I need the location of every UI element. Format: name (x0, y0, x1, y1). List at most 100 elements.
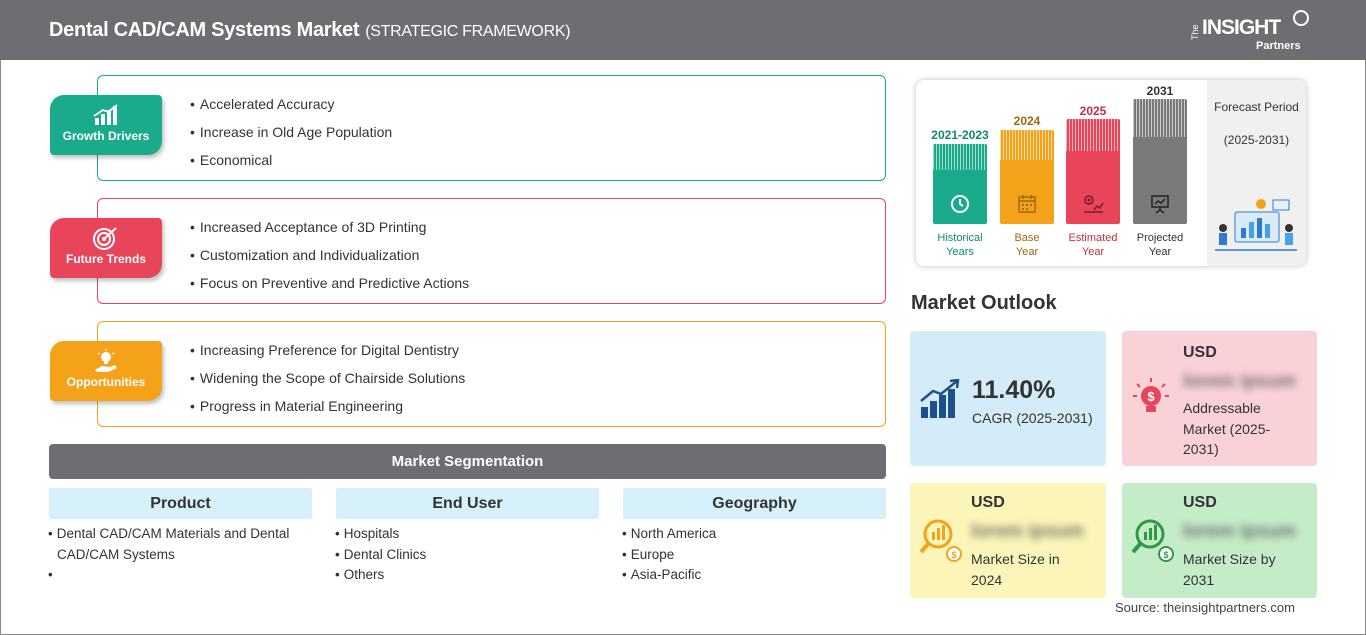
caption-line: Year (1081, 246, 1105, 258)
list-item: Accelerated Accuracy (190, 90, 392, 118)
calendar-icon (1018, 195, 1036, 213)
bar-stripes (933, 144, 987, 170)
source-credit: Source: theinsightpartners.com (1115, 600, 1295, 615)
list-item: Europe (622, 545, 882, 566)
market-size-2031-usd: USD (1183, 494, 1217, 511)
svg-text:$: $ (1147, 389, 1155, 404)
list-item: Widening the Scope of Chairside Solution… (190, 364, 465, 392)
market-size-2031-blurred-value: lorem ipsum (1183, 521, 1296, 542)
lightbulb-hand-icon (95, 349, 117, 372)
segment-list-end-user: Hospitals Dental Clinics Others (335, 524, 595, 586)
addressable-market-card: $ USD lorem ipsum Addressable Market (20… (1122, 331, 1317, 466)
opportunities-label: Opportunities (66, 375, 146, 389)
header-bar: Dental CAD/CAM Systems Market (STRATEGIC … (0, 0, 1366, 60)
caption-line: Year (1015, 246, 1039, 258)
future-trends-tag: Future Trends (50, 218, 162, 278)
timeline-caption-estimated: Estimated Year (1058, 231, 1128, 259)
bar-stripes (1133, 99, 1187, 137)
cagr-value: 11.40% (972, 376, 1056, 404)
cagr-label: CAGR (2025-2031) (972, 410, 1093, 426)
bar-stripes (1066, 119, 1120, 151)
list-item: Increase in Old Age Population (190, 118, 392, 146)
caption-line: Projected (1136, 232, 1184, 244)
list-item: Others (335, 565, 595, 586)
presentation-board-icon (1151, 195, 1169, 214)
page-title: Dental CAD/CAM Systems Market (STRATEGIC … (49, 19, 571, 42)
bar-chart-growth-icon (93, 104, 118, 125)
market-size-2024-blurred-value: lorem ipsum (971, 521, 1084, 542)
magnifier-coins-icon: $ (920, 519, 962, 562)
addressable-usd: USD (1183, 344, 1217, 361)
growth-drivers-tag: Growth Drivers (50, 95, 162, 155)
addressable-blurred-value: lorem ipsum (1183, 371, 1296, 392)
timeline-year-base: 2024 (1013, 114, 1041, 128)
opportunities-list: Increasing Preference for Digital Dentis… (190, 336, 465, 420)
forecast-period-range: (2025-2031) (1223, 133, 1290, 147)
logo-the-text: The (1190, 24, 1200, 40)
list-item: Increased Acceptance of 3D Printing (190, 213, 469, 241)
cagr-card: 11.40% CAGR (2025-2031) (910, 331, 1106, 466)
segment-list-geography: North America Europe Asia-Pacific (622, 524, 882, 586)
caption-line: Years (946, 246, 974, 258)
market-size-2024-card: $ USD lorem ipsum Market Size in 2024 (910, 483, 1106, 598)
insight-partners-logo: The INSIGHT Partners (1190, 10, 1310, 54)
future-trends-label: Future Trends (65, 252, 146, 266)
svg-text:$: $ (1163, 550, 1168, 560)
list-item: Customization and Individualization (190, 241, 469, 269)
list-item: Hospitals (335, 524, 595, 545)
opportunities-tag: Opportunities (50, 341, 162, 401)
list-item: North America (622, 524, 882, 545)
caption-line: Historical (937, 232, 983, 244)
list-item: Progress in Material Engineering (190, 392, 465, 420)
addressable-label: Addressable Market (2025-2031) (1183, 400, 1271, 457)
list-item: Economical (190, 146, 392, 174)
bar-stripes (1000, 130, 1054, 160)
list-item (48, 565, 318, 586)
page-title-text: Dental CAD/CAM Systems Market (49, 19, 360, 41)
page-subtitle: (STRATEGIC FRAMEWORK) (365, 23, 571, 40)
list-item: Dental CAD/CAM Materials and Dental CAD/… (48, 524, 318, 565)
timeline-caption-projected: Projected Year (1125, 231, 1195, 259)
timeline-bar-base (1000, 130, 1054, 224)
list-item: Focus on Preventive and Predictive Actio… (190, 269, 469, 297)
market-segmentation-header: Market Segmentation (49, 444, 886, 479)
timeline-caption-historical: Historical Years (925, 231, 995, 259)
svg-text:$: $ (951, 550, 956, 560)
lightbulb-dollar-icon: $ (1133, 378, 1169, 412)
gears-chart-icon (1084, 195, 1104, 213)
market-size-2024-usd: USD (971, 494, 1005, 511)
growth-drivers-label: Growth Drivers (62, 129, 150, 143)
market-size-2024-label: Market Size in 2024 (971, 551, 1060, 588)
forecast-period-panel: Forecast Period (2025-2031) (1207, 80, 1306, 266)
growth-drivers-list: Accelerated Accuracy Increase in Old Age… (190, 90, 392, 174)
segment-head-geography: Geography (623, 488, 886, 519)
segment-list-product: Dental CAD/CAM Materials and Dental CAD/… (48, 524, 318, 586)
future-trends-list: Increased Acceptance of 3D Printing Cust… (190, 213, 469, 297)
market-outlook-title: Market Outlook (911, 292, 1057, 314)
caption-line: Year (1148, 246, 1172, 258)
list-item: Increasing Preference for Digital Dentis… (190, 336, 465, 364)
caption-line: Estimated (1068, 232, 1118, 244)
growth-drivers-box: Accelerated Accuracy Increase in Old Age… (97, 75, 886, 181)
segment-head-product: Product (49, 488, 312, 519)
growth-chart-icon (920, 379, 960, 418)
logo-sub-text: Partners (1256, 40, 1301, 52)
target-icon (93, 227, 117, 250)
timeline-bar-historical (933, 144, 987, 224)
segment-head-end-user: End User (336, 488, 599, 519)
timeline-bar-estimated (1066, 119, 1120, 224)
timeline-year-historical: 2021-2023 (931, 128, 989, 142)
analytics-people-icon (1215, 199, 1297, 251)
timeline-year-estimated: 2025 (1079, 104, 1107, 118)
logo-ring-icon (1293, 10, 1309, 26)
forecast-period-label: Forecast Period (1214, 100, 1299, 114)
timeline-caption-base: Base Year (992, 231, 1062, 259)
logo-main-text: INSIGHT (1202, 16, 1281, 39)
market-size-2031-card: $ USD lorem ipsum Market Size by 2031 (1122, 483, 1317, 598)
future-trends-box: Increased Acceptance of 3D Printing Cust… (97, 198, 886, 304)
caption-line: Base (1014, 232, 1040, 244)
market-size-2031-label: Market Size by 2031 (1183, 551, 1276, 588)
timeline-bar-projected (1133, 99, 1187, 224)
list-item: Dental Clinics (335, 545, 595, 566)
magnifier-growth-icon: $ (1132, 519, 1174, 562)
